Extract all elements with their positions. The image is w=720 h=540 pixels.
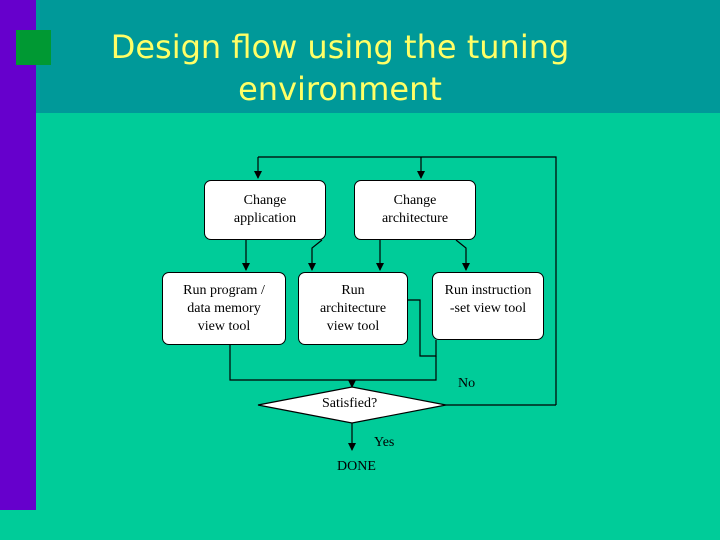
change-architecture-box: Change architecture bbox=[354, 180, 476, 240]
slide-title: Design flow using the tuning environment bbox=[110, 28, 570, 108]
satisfied-diamond bbox=[257, 386, 447, 424]
yes-label: Yes bbox=[374, 435, 395, 450]
left-accent-bar bbox=[0, 0, 36, 510]
run-instruction-tool-box: Run instruction -set view tool bbox=[432, 272, 544, 340]
path-architecture-tool-to-merge bbox=[408, 299, 437, 357]
path-program-tool-to-merge bbox=[229, 345, 352, 381]
accent-square bbox=[16, 30, 51, 65]
no-label: No bbox=[458, 376, 476, 391]
done-label: DONE bbox=[337, 459, 376, 474]
run-architecture-tool-box: Run architecture view tool bbox=[298, 272, 408, 345]
arrow-arch-to-instruction-tool bbox=[455, 239, 470, 271]
satisfied-label: Satisfied? bbox=[322, 396, 378, 411]
arrow-app-to-architecture-tool bbox=[308, 239, 323, 271]
header-band bbox=[36, 0, 720, 113]
loop-top-line bbox=[258, 156, 557, 405]
path-instruction-tool-to-merge bbox=[352, 356, 437, 381]
change-application-box: Change application bbox=[204, 180, 326, 240]
run-program-tool-box: Run program / data memory view tool bbox=[162, 272, 286, 345]
